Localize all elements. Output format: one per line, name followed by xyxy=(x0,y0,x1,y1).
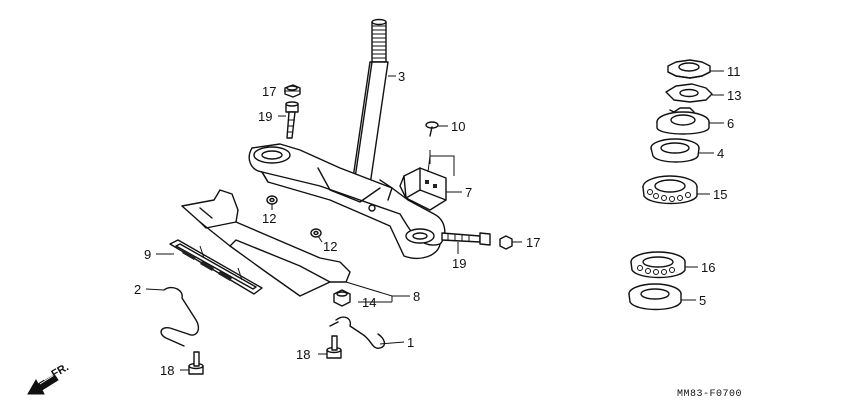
callout-18-left: 18 xyxy=(160,363,174,378)
front-direction-label: FR. xyxy=(50,361,71,380)
callout-3: 3 xyxy=(398,69,405,84)
nut-17-right xyxy=(499,235,513,250)
callout-19-top: 19 xyxy=(258,109,272,124)
lower-bracket xyxy=(248,143,446,260)
callout-12-a: 12 xyxy=(262,211,276,226)
callout-10: 10 xyxy=(451,119,465,134)
steering-stem xyxy=(341,18,389,195)
callout-4: 4 xyxy=(717,146,724,161)
callout-18-right: 18 xyxy=(296,347,310,362)
wire-clip-2 xyxy=(160,286,200,347)
callout-14: 14 xyxy=(362,295,376,310)
ring-12-b xyxy=(310,228,322,238)
callout-19-right: 19 xyxy=(452,256,466,271)
callout-12-b: 12 xyxy=(323,239,337,254)
callout-17-top: 17 xyxy=(262,84,276,99)
callout-labels: 3 17 19 10 7 12 12 19 17 9 2 8 14 1 18 1… xyxy=(134,64,741,378)
callout-11: 11 xyxy=(727,64,741,79)
wire-clip-1 xyxy=(329,316,386,349)
ball-bearing-16 xyxy=(630,251,686,279)
adjusting-nut-6 xyxy=(656,107,710,135)
bolt-19-right xyxy=(441,232,491,246)
callout-1: 1 xyxy=(407,335,414,350)
nut-14 xyxy=(333,289,351,307)
bearing-race-5 xyxy=(628,283,682,311)
lock-nut-13 xyxy=(665,83,713,103)
callout-5: 5 xyxy=(699,293,706,308)
bearing-race-4 xyxy=(650,138,700,163)
callout-9: 9 xyxy=(144,247,151,262)
emblem-plate-9 xyxy=(169,239,263,295)
screw-10 xyxy=(425,121,439,137)
leader-lines xyxy=(145,70,724,371)
callout-13: 13 xyxy=(727,88,741,103)
front-direction-arrow-icon xyxy=(27,373,59,395)
connector-clamp-7 xyxy=(399,167,447,211)
diagram-code: MM83-F0700 xyxy=(677,389,742,400)
callout-8: 8 xyxy=(413,289,420,304)
bolt-18-left xyxy=(188,351,204,375)
cover-plate xyxy=(181,189,351,297)
ball-bearing-15 xyxy=(642,175,698,205)
callout-2: 2 xyxy=(134,282,141,297)
callout-17-right: 17 xyxy=(526,235,540,250)
bolt-19-top xyxy=(285,101,299,139)
callout-7: 7 xyxy=(465,185,472,200)
callout-15: 15 xyxy=(713,187,727,202)
callout-6: 6 xyxy=(727,116,734,131)
bolt-18-right xyxy=(326,335,342,359)
lock-washer-11 xyxy=(667,59,711,79)
callout-16: 16 xyxy=(701,260,715,275)
ring-12-a xyxy=(266,195,278,205)
